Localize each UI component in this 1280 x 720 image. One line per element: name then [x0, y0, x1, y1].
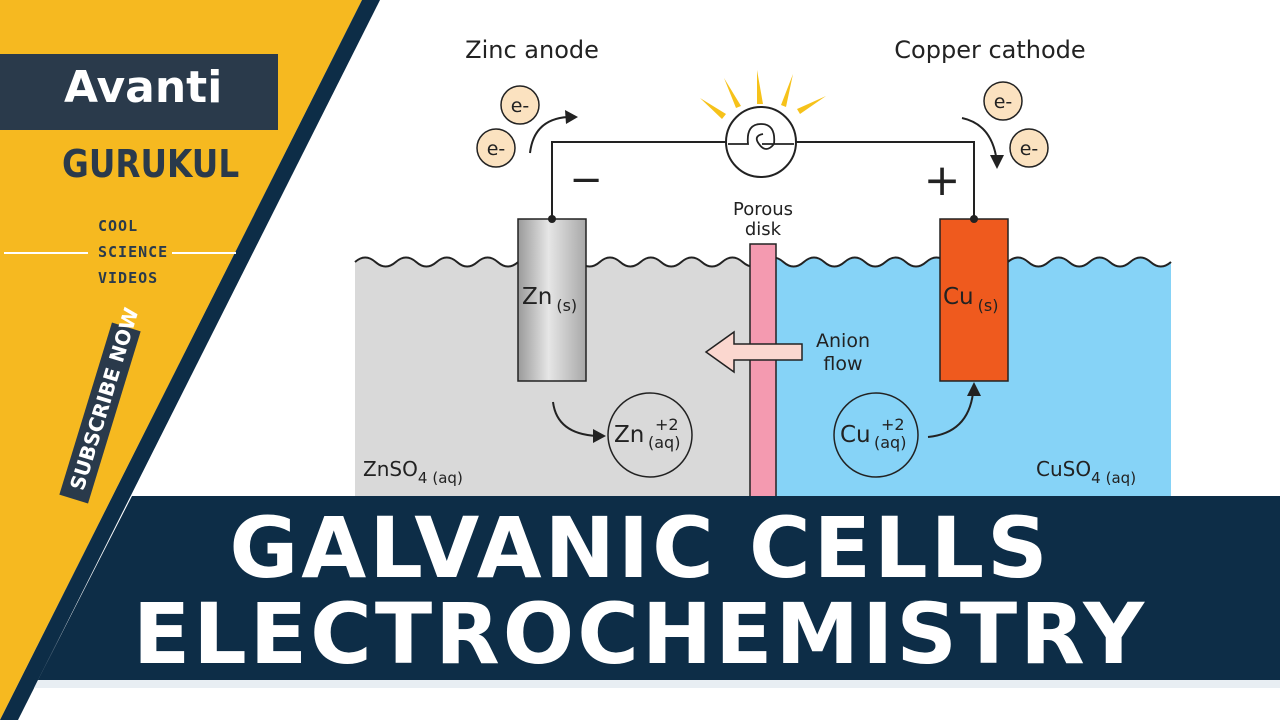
- znso4-state: (aq): [432, 469, 462, 487]
- copper-terminal: [970, 215, 978, 223]
- zn-electrode-label: Zn(s): [522, 284, 577, 315]
- gurukul-wordmark: GURUKUL: [62, 142, 240, 186]
- zn-ion-symbol: Zn: [614, 422, 644, 448]
- cu-solid-sub: (s): [978, 296, 999, 315]
- tagline-rule-left: [4, 252, 88, 254]
- electron-icon: e-: [983, 81, 1023, 121]
- title-line-1: GALVANIC CELLS: [229, 499, 1051, 597]
- electron-icon: e-: [500, 85, 540, 125]
- brand-box: [0, 54, 278, 130]
- znso4-label: ZnSO4(aq): [363, 457, 463, 487]
- title-banner: [38, 496, 1280, 680]
- arrow-head-icon: [990, 155, 1004, 169]
- znso4-subscript: 4: [418, 469, 428, 487]
- zinc-terminal: [548, 215, 556, 223]
- electron-flow-arrow: [529, 116, 569, 154]
- galvanic-cell-diagram: e- e- e- e- Zinc anode Copper cathode − …: [354, 36, 1172, 499]
- cuso4-subscript: 4: [1091, 469, 1101, 487]
- electron-label: e-: [994, 91, 1013, 113]
- copper-ion-arrow: [927, 392, 974, 438]
- electron-label: e-: [1020, 138, 1039, 160]
- tagline-videos: VIDEOS: [98, 269, 159, 287]
- copper-ion-circle: [833, 392, 919, 478]
- tagline-cool: COOL: [98, 217, 139, 235]
- title-line-2: ELECTROCHEMISTRY: [132, 585, 1148, 683]
- zn-ion-state: (aq): [648, 433, 680, 452]
- disk-label: disk: [745, 219, 782, 240]
- arrow-head-icon: [967, 382, 981, 396]
- electron-label: e-: [511, 95, 530, 117]
- banner-under-strip: [34, 680, 1280, 688]
- cu-ion-state: (aq): [874, 433, 906, 452]
- cu-symbol: Cu: [943, 284, 974, 310]
- cu-electrode-label: Cu(s): [943, 284, 998, 315]
- plus-sign: +: [924, 155, 961, 206]
- electron-label: e-: [487, 138, 506, 160]
- arrow-head-icon: [593, 429, 606, 443]
- arrow-head-icon: [565, 110, 578, 124]
- cuso4-formula: CuSO: [1036, 457, 1091, 481]
- anion-label: Anion: [816, 330, 870, 352]
- porous-label: Porous: [733, 199, 793, 220]
- minus-sign: −: [569, 157, 603, 203]
- tagline-rule-right: [172, 252, 236, 254]
- cu-ion-symbol: Cu: [840, 422, 871, 448]
- znso4-formula: ZnSO: [363, 457, 418, 481]
- sidebar-navy-edge: [0, 0, 380, 720]
- copper-electrode: [939, 218, 1009, 382]
- electron-icon: e-: [1009, 128, 1049, 168]
- flow-label: flow: [823, 353, 862, 375]
- zinc-ion-circle: [607, 392, 693, 478]
- anion-flow-arrow: [704, 330, 803, 374]
- circuit-wire: [551, 141, 975, 219]
- avanti-logo: Avanti: [64, 62, 223, 113]
- zinc-ion-arrow: [552, 401, 598, 437]
- cuso4-state: (aq): [1106, 469, 1136, 487]
- electron-icon: e-: [476, 128, 516, 168]
- cu-ion-charge: +2: [881, 415, 905, 434]
- cuso4-label: CuSO4 (aq): [1036, 457, 1136, 487]
- light-bulb-icon: [700, 70, 826, 178]
- zn-symbol: Zn: [522, 284, 552, 310]
- zinc-electrode: [517, 218, 587, 382]
- tagline-science: SCIENCE: [98, 243, 169, 261]
- copper-cathode-label: Copper cathode: [894, 36, 1085, 64]
- zn-solid-sub: (s): [556, 296, 577, 315]
- zn-ion-charge: +2: [655, 415, 679, 434]
- zinc-anode-label: Zinc anode: [465, 36, 599, 64]
- electron-flow-arrow: [961, 117, 997, 157]
- porous-disk: [749, 243, 777, 499]
